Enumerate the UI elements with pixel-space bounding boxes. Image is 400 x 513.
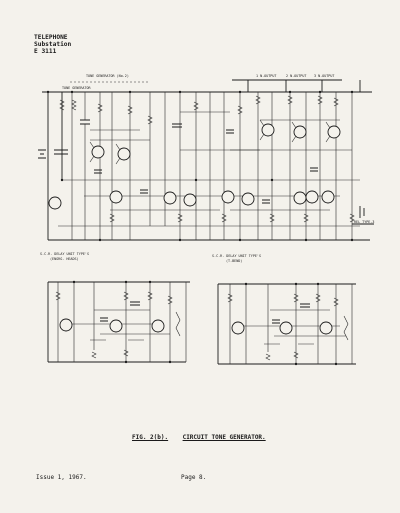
label-scr-delay-right: S.C.R. DELAY UNIT TYPE'S <box>212 254 261 258</box>
label-output-2: 2 N.OUTPUT <box>286 74 307 78</box>
figure-title: CIRCUIT TONE GENERATOR. <box>182 434 266 441</box>
delay-unit-right <box>217 282 356 366</box>
label-output-3: 3 N.OUTPUT <box>314 74 335 78</box>
label-tone-generator: TONE GENERATOR <box>62 86 91 90</box>
label-scr-delay-left-sub: (ENGRG. HEADS) <box>50 257 79 261</box>
header-line-2: Substation <box>34 41 72 48</box>
main-circuit <box>38 79 374 242</box>
label-relay: REL TYPE-3 <box>354 220 375 224</box>
header-line-3: E 3111 <box>34 48 57 55</box>
figure-number: FIG. 2(b). <box>132 434 169 441</box>
label-scr-delay-right-sub: (T-BEND) <box>226 259 243 263</box>
label-scr-delay-left: S.C.R. DELAY UNIT TYPE'S <box>40 252 89 256</box>
label-output-1: 1 N.OUTPUT <box>256 74 277 78</box>
footer-page-number: Page 8. <box>181 474 207 481</box>
label-tone-generator-no: TONE GENERATOR (No.2) <box>86 74 129 78</box>
figure-caption: FIG. 2(b). CIRCUIT TONE GENERATOR. <box>132 434 266 441</box>
delay-unit-left <box>47 280 190 364</box>
footer-issue: Issue 1, 1967. <box>36 474 87 481</box>
header-line-1: TELEPHONE <box>34 34 68 41</box>
